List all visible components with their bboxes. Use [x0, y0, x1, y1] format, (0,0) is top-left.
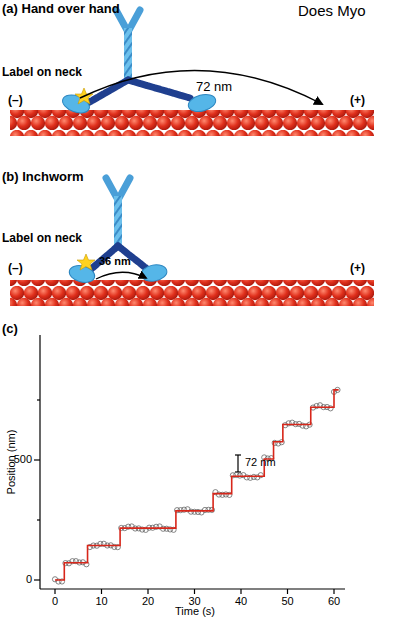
step-fit	[55, 390, 339, 580]
callout-label: Label on neck	[2, 66, 82, 79]
axis-tick: 0	[26, 573, 32, 585]
scale-bar	[235, 455, 241, 472]
actin-filament	[10, 280, 374, 306]
axis-tick: 20	[142, 595, 154, 607]
axis-tick: 60	[328, 595, 340, 607]
chart-axes	[34, 335, 345, 594]
myosin-v	[67, 178, 168, 285]
polarity-label: (–)	[8, 94, 23, 107]
dimension-label: 72 nm	[196, 80, 232, 94]
callout-label: Label on neck	[2, 232, 82, 245]
axis-tick: 50	[281, 595, 293, 607]
polarity-label: (–)	[8, 262, 23, 275]
axis-title: Position (nm)	[5, 430, 17, 495]
figure-title: Does Myo	[298, 3, 366, 20]
polarity-label: (+)	[350, 94, 365, 107]
dimension-label: 36 nm	[99, 255, 131, 267]
panel-label: (a) Hand over hand	[2, 2, 120, 16]
panel-label: (c)	[2, 322, 18, 336]
actin-filament	[10, 110, 374, 136]
step-trace	[52, 387, 340, 584]
polarity-label: (+)	[350, 262, 365, 275]
panel-label: (b) Inchworm	[2, 170, 84, 184]
scale-bar-label: 72 nm	[245, 456, 276, 468]
myosin-v	[60, 10, 322, 116]
axis-title: Time (s)	[175, 605, 215, 617]
axis-tick: 10	[95, 595, 107, 607]
axis-tick: 40	[235, 595, 247, 607]
axis-tick: 0	[52, 595, 58, 607]
